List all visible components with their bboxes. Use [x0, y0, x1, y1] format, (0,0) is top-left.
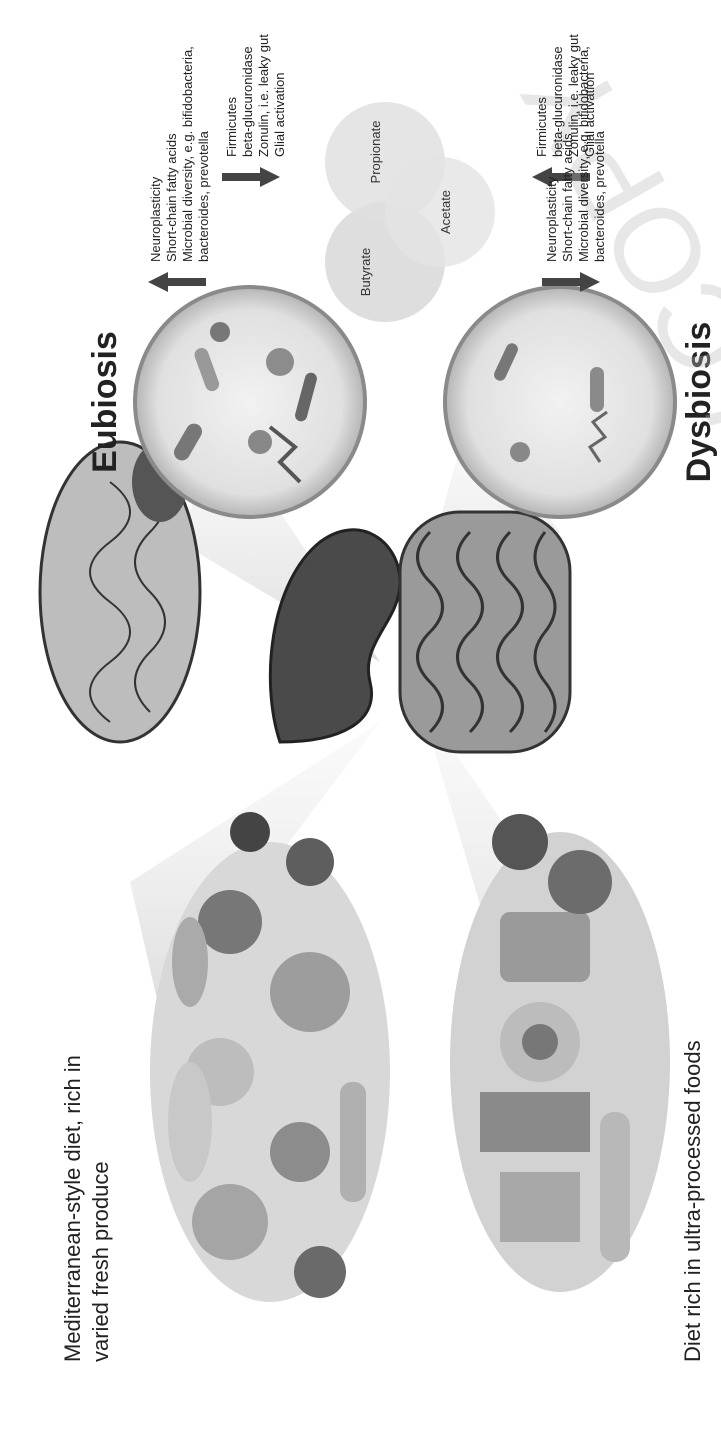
- eubiosis-down-0: Firmicutes: [224, 97, 239, 157]
- eubiosis-dish: [135, 287, 365, 517]
- dysbiosis-up-2: Zonulin, i.e. leaky gut: [566, 34, 581, 157]
- dysbiosis-up-3: Glial activation: [582, 72, 597, 157]
- gut-illustration: [270, 512, 570, 752]
- diet-healthy-line-1: Mediterranean-style diet, rich in: [60, 1055, 85, 1362]
- eubiosis-effects-down: Firmicutes beta-glucuronidase Zonulin, i…: [224, 34, 287, 157]
- scfa-butyrate: Butyrate: [358, 248, 373, 296]
- diet-processed-caption: Diet rich in ultra-processed foods: [680, 1040, 705, 1362]
- eubiosis-up-0: Neuroplasticity: [148, 176, 163, 262]
- eubiosis-up-3: bacteroides, prevotella: [196, 130, 211, 262]
- eubiosis-up-2: Microbial diversity, e.g. bifidobacteria…: [180, 46, 195, 262]
- dysbiosis-up-0: Firmicutes: [534, 97, 549, 157]
- eubiosis-down-2: Zonulin, i.e. leaky gut: [256, 34, 271, 157]
- scfa-propionate: Propionate: [368, 121, 383, 184]
- eubiosis-title: Eubiosis: [86, 331, 124, 473]
- scfa-acetate: Acetate: [438, 190, 453, 234]
- eubiosis-down-1: beta-glucuronidase: [240, 46, 255, 157]
- diet-healthy-line-2: varied fresh produce: [88, 1161, 113, 1362]
- eubiosis-effects-up: Neuroplasticity Short-chain fatty acids …: [148, 46, 211, 262]
- dysbiosis-up-1: beta-glucuronidase: [550, 46, 565, 157]
- eubiosis-up-1: Short-chain fatty acids: [164, 133, 179, 262]
- dysbiosis-down-0: Neuroplasticity: [544, 176, 559, 262]
- scfa-circles: [325, 102, 495, 322]
- eubiosis-down-3: Glial activation: [272, 72, 287, 157]
